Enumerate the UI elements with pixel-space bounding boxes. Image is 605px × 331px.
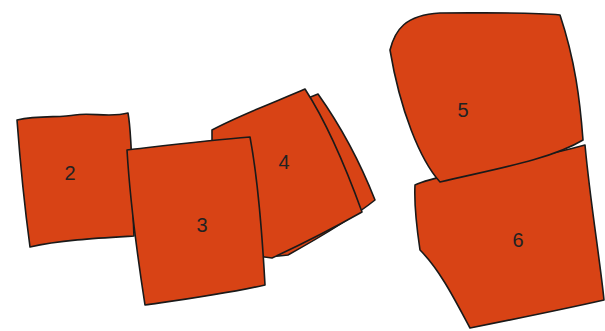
paper-piece: 2 [10, 105, 140, 255]
piece-shape [127, 137, 265, 305]
callout-number: 6 [512, 230, 523, 250]
piece-outline [385, 8, 590, 188]
piece-shape [17, 113, 134, 247]
piece-shape [415, 145, 604, 328]
piece-shape [210, 89, 362, 258]
piece-outline [120, 130, 270, 310]
callout-number: 5 [457, 100, 468, 120]
paper-piece: 3 [120, 130, 270, 310]
paper-piece: 5 [385, 8, 590, 188]
callout-number: 4 [278, 152, 289, 172]
callout-number: 3 [196, 215, 207, 235]
callout-number: 2 [64, 163, 75, 183]
